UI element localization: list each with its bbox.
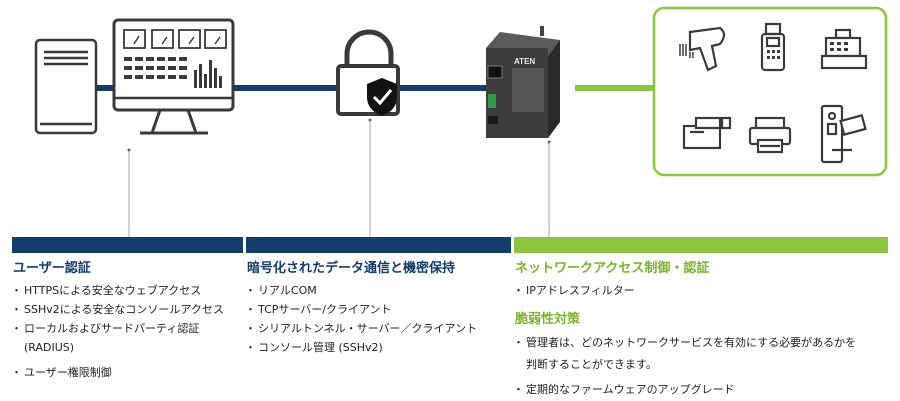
list-item: SSHv2による安全なコンソールアクセス xyxy=(11,300,241,319)
device-brand-label: ATEN xyxy=(514,57,535,66)
user-auth-section: ユーザー認証 HTTPSによる安全なウェブアクセス SSHv2による安全なコンソ… xyxy=(11,260,241,382)
label-printer-icon xyxy=(682,116,732,150)
server-icon xyxy=(34,38,98,135)
section-title: 脆弱性対策 xyxy=(515,312,581,327)
vulnerability-section: 脆弱性対策 管理者は、どのネットワークサービスを有効にする必要があるかを 判断す… xyxy=(513,311,885,401)
aten-device-icon: ATEN xyxy=(486,26,560,138)
list-item: 管理者は、どのネットワークサービスを有効にする必要があるかを xyxy=(513,332,885,354)
list-item: ローカルおよびサードパーティ認証 xyxy=(11,319,241,338)
list-item: シリアルトンネル・サーバー／クライアント xyxy=(245,319,509,338)
network-access-section: ネットワークアクセス制御・認証 IPアドレスフィルター xyxy=(513,260,885,300)
encryption-section: 暗号化されたデータ通信と機密保持 リアルCOM TCPサーバー/クライアント シ… xyxy=(245,260,509,357)
user-auth-bar xyxy=(12,237,243,253)
list-item-continuation: 判断することができます。 xyxy=(526,358,657,371)
monitoring-display-icon xyxy=(112,18,235,135)
list-item: IPアドレスフィルター xyxy=(513,281,885,300)
list-item: HTTPSによる安全なウェブアクセス xyxy=(11,281,241,300)
list-item: コンソール管理 (SSHv2) xyxy=(245,338,509,357)
network-access-bar xyxy=(514,237,888,253)
security-lock-icon xyxy=(336,29,400,116)
list-item: ユーザー権限制御 xyxy=(11,363,241,382)
barcode-scanner-icon xyxy=(679,26,726,72)
encryption-bar xyxy=(246,237,511,253)
cash-register-icon xyxy=(820,28,868,70)
section-title: ユーザー認証 xyxy=(13,261,91,276)
list-item: TCPサーバー/クライアント xyxy=(245,300,509,319)
section-title: 暗号化されたデータ通信と機密保持 xyxy=(247,261,456,276)
list-item-continuation: (RADIUS) xyxy=(24,341,75,354)
printer-icon xyxy=(748,116,792,154)
list-item: 定期的なファームウェアのアップグレード xyxy=(513,379,885,401)
door-card-lock-icon xyxy=(820,104,867,164)
list-item: リアルCOM xyxy=(245,281,509,300)
section-title: ネットワークアクセス制御・認証 xyxy=(515,261,710,276)
card-terminal-icon xyxy=(760,22,786,72)
network-illustration: ATEN xyxy=(34,6,888,237)
